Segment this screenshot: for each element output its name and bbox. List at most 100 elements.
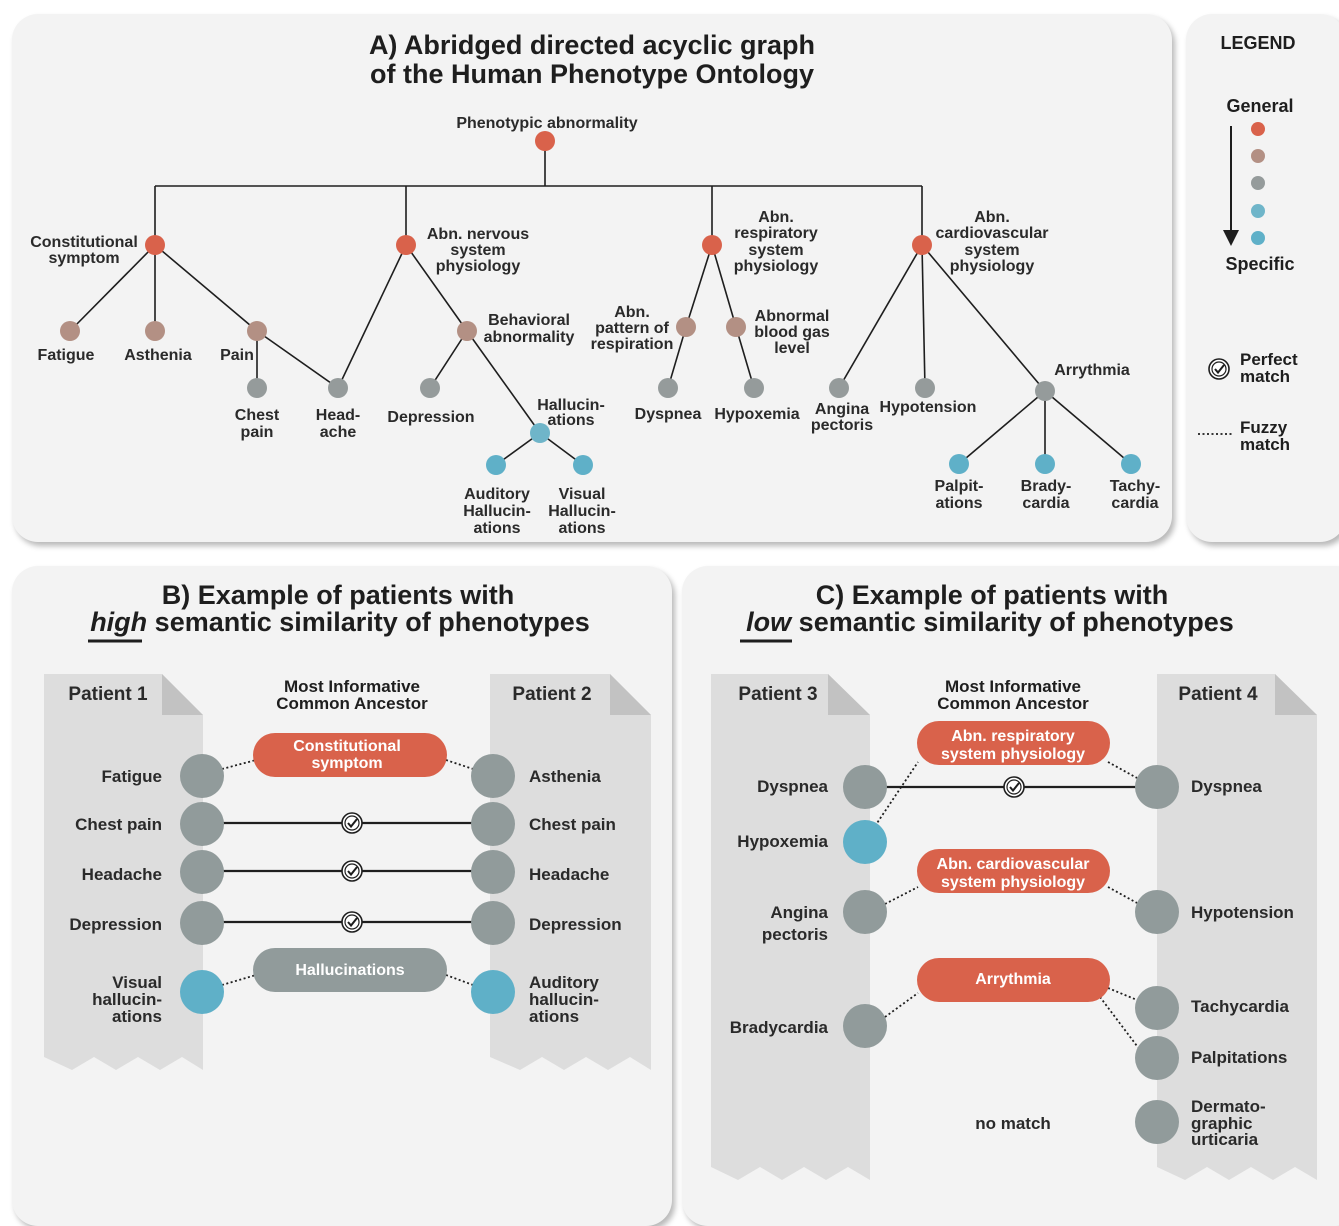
svg-text:Tachy-: Tachy- [1110, 478, 1160, 495]
svg-text:abnormality: abnormality [484, 329, 575, 346]
p4-node-tachycardia [1135, 986, 1179, 1030]
p1-label-fatigue: Fatigue [102, 767, 162, 786]
p1-label-depression: Depression [69, 915, 162, 934]
svg-text:ations: ations [935, 495, 982, 512]
patient-4-sheet: Patient 4 [1157, 674, 1317, 1180]
p2-node-depression [471, 901, 515, 945]
panel-a-title: A) Abridged directed acyclic graph of th… [369, 30, 815, 89]
label-hypotension: Hypotension [880, 399, 977, 416]
svg-text:blood gas: blood gas [754, 324, 830, 341]
legend-perfect-label-2: match [1240, 367, 1290, 386]
svg-text:cardia: cardia [1111, 495, 1158, 512]
p3-label-dyspnea: Dyspnea [757, 777, 828, 796]
hpo-edges [69, 141, 1132, 466]
svg-text:Most Informative: Most Informative [945, 677, 1081, 696]
p1-node-fatigue [180, 754, 224, 798]
legend-specific-label: Specific [1225, 254, 1294, 274]
node-visual-hallucinations [573, 455, 593, 475]
p2-label-chest-pain: Chest pain [529, 815, 616, 834]
legend-fuzzy-label-2: match [1240, 435, 1290, 454]
arrow-down-icon [1223, 230, 1239, 246]
p4-label-hypotension: Hypotension [1191, 903, 1294, 922]
legend-dot-level3 [1251, 176, 1265, 190]
svg-text:Abn.: Abn. [758, 209, 794, 226]
patient-3-sheet: Patient 3 [711, 674, 870, 1180]
svg-text:system physiology: system physiology [941, 746, 1085, 763]
svg-text:pattern of: pattern of [595, 320, 669, 337]
svg-text:ache: ache [320, 424, 357, 441]
legend: LEGEND General Specific Perfect match Fu… [1198, 33, 1298, 454]
svg-text:Hallucin-: Hallucin- [463, 503, 531, 520]
legend-dot-level1 [1251, 122, 1265, 136]
svg-text:Brady-: Brady- [1021, 478, 1072, 495]
panel-b-title-line2: high semantic similarity of phenotypes [90, 607, 590, 637]
patient-3-label: Patient 3 [738, 684, 817, 705]
svg-text:system: system [964, 242, 1019, 259]
panel-c-title: C) Example of patients with low semantic… [740, 580, 1234, 643]
svg-text:Abn.: Abn. [974, 209, 1010, 226]
p3-node-bradycardia [843, 1004, 887, 1048]
check-circle-icon [1003, 776, 1025, 798]
svg-text:ations: ations [558, 520, 605, 537]
node-headache [328, 378, 348, 398]
patient-2-sheet: Patient 2 [490, 674, 651, 1070]
panel-a-title-line2: of the Human Phenotype Ontology [370, 59, 814, 89]
panel-b-pill-hallucinations: Hallucinations [253, 948, 447, 992]
label-hallucinations: Hallucin- ations [537, 397, 605, 429]
svg-text:symptom: symptom [311, 755, 382, 772]
node-auditory-hallucinations [486, 455, 506, 475]
label-fatigue: Fatigue [38, 347, 95, 364]
panel-c-rows: Dyspnea Hypoxemia Angina pectoris Bradyc… [730, 765, 1294, 1149]
node-palpitations [949, 454, 969, 474]
label-behavioral-abnormality: Behavioral abnormality [484, 312, 575, 346]
panel-b-match-icons [341, 812, 363, 933]
legend-dot-level5 [1251, 231, 1265, 245]
p3-node-hypoxemia [843, 820, 887, 864]
patient-4-label: Patient 4 [1178, 684, 1258, 705]
svg-text:Palpit-: Palpit- [935, 478, 984, 495]
p2-label-auditory-hallucinations: Auditory hallucin- ations [529, 973, 599, 1026]
node-bradycardia [1035, 454, 1055, 474]
label-constitutional-symptom: Constitutional symptom [30, 234, 138, 267]
hpo-labels: Phenotypic abnormality Constitutional sy… [30, 115, 1160, 537]
svg-text:physiology: physiology [734, 258, 819, 275]
panel-b-pill-constitutional: Constitutional symptom [253, 733, 447, 777]
svg-text:Visual: Visual [559, 486, 606, 503]
node-angina-pectoris [829, 378, 849, 398]
svg-text:hallucin-: hallucin- [529, 990, 599, 1009]
panel-b-mica-header: Most Informative Common Ancestor [276, 677, 428, 713]
panel-a-hpo-graph [12, 14, 1172, 542]
label-abn-pattern-respiration: Abn. pattern of respiration [591, 304, 674, 353]
legend-fuzzy-label-1: Fuzzy [1240, 418, 1288, 437]
svg-text:system physiology: system physiology [941, 874, 1085, 891]
svg-text:Head-: Head- [316, 407, 360, 424]
node-hypoxemia [744, 378, 764, 398]
p2-label-asthenia: Asthenia [529, 767, 601, 786]
label-bradycardia: Brady- cardia [1021, 478, 1072, 512]
label-tachycardia: Tachy- cardia [1110, 478, 1160, 512]
legend-dot-level4 [1251, 204, 1265, 218]
panel-c-connections [864, 761, 1157, 1051]
node-asthenia [145, 321, 165, 341]
svg-text:Constitutional: Constitutional [30, 234, 138, 251]
label-visual-hallucinations: Visual Hallucin- ations [548, 486, 616, 537]
label-arrythmia: Arrythmia [1054, 362, 1130, 379]
svg-text:ations: ations [529, 1007, 579, 1026]
panel-c-mica-header: Most Informative Common Ancestor [937, 677, 1089, 713]
legend-dot-level2 [1251, 149, 1265, 163]
legend-title: LEGEND [1220, 33, 1295, 53]
node-dyspnea [658, 378, 678, 398]
p4-label-palpitations: Palpitations [1191, 1048, 1287, 1067]
p2-node-chest-pain [471, 802, 515, 846]
p4-node-dyspnea [1135, 765, 1179, 809]
svg-text:Chest: Chest [235, 407, 280, 424]
svg-text:Auditory: Auditory [529, 973, 599, 992]
node-behavioral-abnormality [457, 321, 477, 341]
p3-label-angina-pectoris: Angina pectoris [762, 903, 829, 944]
label-dyspnea: Dyspnea [635, 406, 702, 423]
svg-text:Dermato-: Dermato- [1191, 1097, 1266, 1116]
label-palpitations: Palpit- ations [935, 478, 984, 512]
legend-general-label: General [1226, 96, 1293, 116]
svg-text:Common Ancestor: Common Ancestor [276, 694, 428, 713]
patient-1-label: Patient 1 [68, 684, 148, 705]
